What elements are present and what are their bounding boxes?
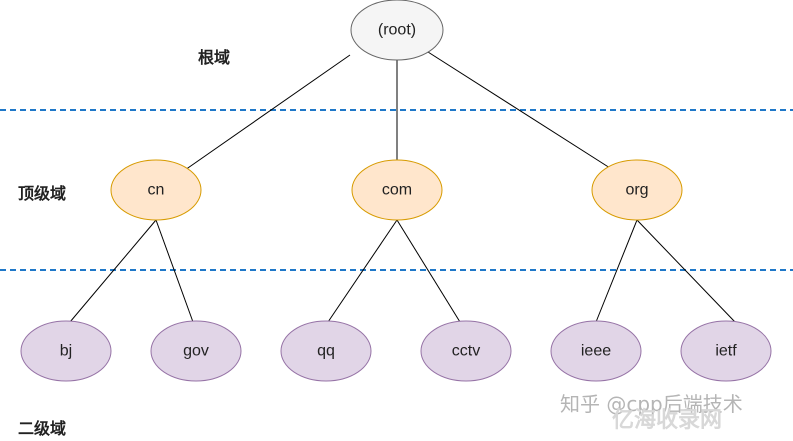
edge-org-ietf (636, 219, 736, 323)
node-qq: qq (280, 320, 372, 382)
node-cn-label: cn (148, 182, 165, 199)
node-gov: gov (150, 320, 242, 382)
node-bj: bj (20, 320, 112, 382)
edge-cn-gov (155, 219, 194, 323)
edge-com-qq (327, 219, 398, 323)
node-com: com (351, 159, 443, 221)
node-root: (root) (350, 0, 444, 61)
edge-cn-bj (69, 219, 157, 323)
node-ietf: ietf (680, 320, 772, 382)
watermark: 知乎 @cpp后端技术 (560, 388, 743, 417)
node-org: org (591, 159, 683, 221)
node-qq-label: qq (317, 343, 335, 360)
watermark-brand: 亿海收录网 (612, 408, 723, 433)
node-root-label: (root) (378, 22, 416, 39)
watermark-text: 知乎 @cpp后端技术 (560, 392, 743, 416)
node-cctv-label: cctv (452, 343, 480, 360)
level-label-root-domain: 根域 (198, 48, 231, 67)
node-com-label: com (382, 182, 412, 199)
edge-root-cn (184, 54, 351, 171)
watermark-brand-container: 亿海收录网 (612, 402, 722, 434)
node-org-label: org (625, 182, 648, 199)
node-ieee: ieee (550, 320, 642, 382)
node-cctv: cctv (420, 320, 512, 382)
node-ieee-label: ieee (581, 343, 611, 360)
edge-org-ieee (595, 219, 638, 323)
level-label-top-level-domain: 顶级域 (18, 184, 67, 203)
node-gov-label: gov (183, 343, 209, 360)
edges (69, 51, 736, 323)
node-cn: cn (110, 159, 202, 221)
level-label-second-level-domain: 二级域 (18, 419, 67, 438)
edge-root-org (427, 51, 611, 169)
node-ietf-label: ietf (715, 343, 737, 360)
edge-com-cctv (396, 219, 461, 323)
node-bj-label: bj (60, 343, 72, 360)
